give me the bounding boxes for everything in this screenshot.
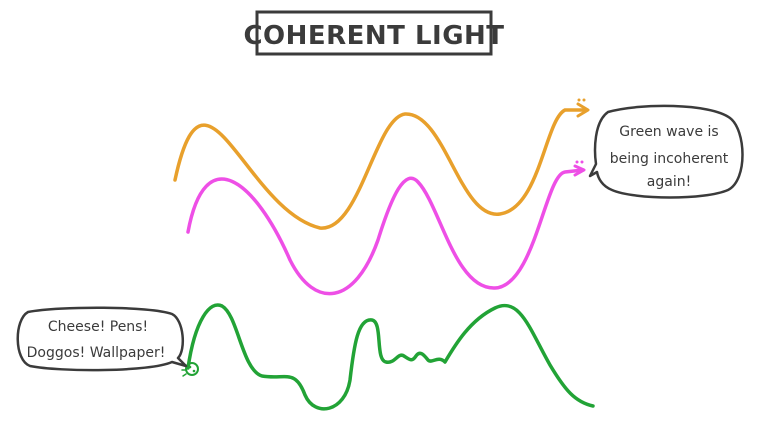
speech-right-line-3: again! — [647, 174, 691, 190]
speech-bubble-left-outline — [16, 306, 188, 372]
speech-left-line-1: Cheese! Pens! — [48, 319, 148, 335]
speech-left-line-2: Doggos! Wallpaper! — [27, 345, 166, 361]
speech-right-line-1: Green wave is — [619, 124, 718, 140]
speech-right-line-2: being incoherent — [610, 151, 729, 167]
green-wave — [186, 303, 595, 411]
magenta-wave-eyes — [575, 160, 584, 164]
orange-wave-eyes — [577, 98, 586, 102]
speech-bubble-right: Green wave is being incoherent again! — [588, 104, 744, 199]
magenta-wave — [186, 168, 585, 296]
title-border — [255, 10, 493, 56]
magenta-wave-arrowhead — [573, 164, 586, 177]
orange-wave — [173, 108, 587, 230]
speech-bubble-right-outline — [588, 104, 744, 199]
orange-wave-arrowhead — [576, 102, 590, 118]
title-text: COHERENT LIGHT — [243, 21, 504, 51]
speech-bubble-left: Cheese! Pens! Doggos! Wallpaper! — [16, 306, 188, 372]
title-box: COHERENT LIGHT — [243, 10, 504, 56]
